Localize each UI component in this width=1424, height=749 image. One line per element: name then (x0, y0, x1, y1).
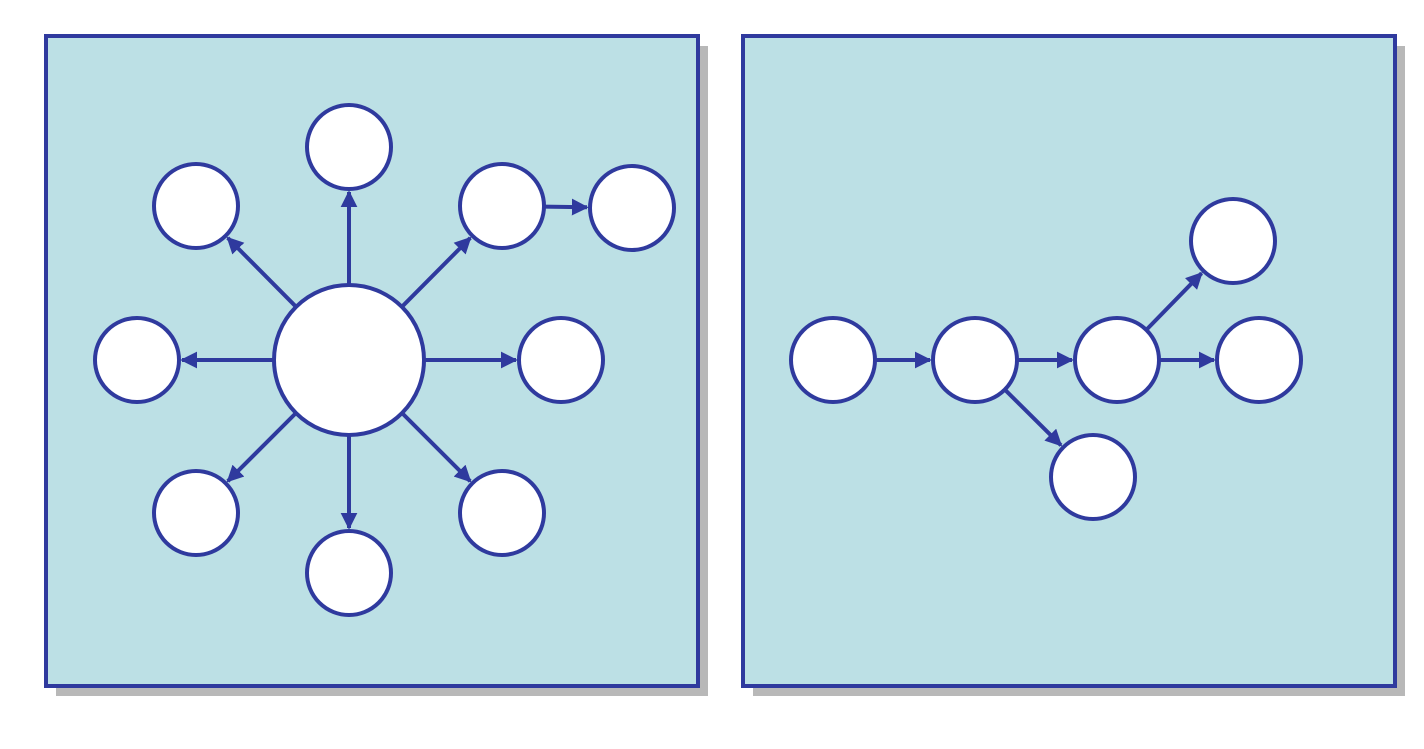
node-n-bottom-left (152, 469, 240, 557)
node-n-bottom (305, 529, 393, 617)
node-c2 (931, 316, 1019, 404)
node-n-top (305, 103, 393, 191)
edge-hub-to-n-top-left (226, 236, 298, 309)
node-n-right (517, 316, 605, 404)
edge-hub-to-n-bottom-left (226, 411, 298, 483)
edges-layer (180, 190, 1216, 530)
node-n-far-right (588, 164, 676, 252)
node-c1 (789, 316, 877, 404)
panels-layer (44, 34, 1405, 696)
nodes-layer (93, 103, 1303, 617)
node-n-bottom-right (458, 469, 546, 557)
node-c-lower (1049, 433, 1137, 521)
edge-c3-to-c-upper (1144, 271, 1204, 332)
node-c3 (1073, 316, 1161, 404)
edge-hub-to-n-top-right (400, 236, 472, 309)
node-n-top-left (152, 162, 240, 250)
edge-hub-to-n-bottom-right (400, 411, 472, 483)
edge-n-top-right-to-n-far-right (543, 198, 589, 216)
node-c-upper (1189, 197, 1277, 285)
edge-c2-to-c-lower (1003, 388, 1063, 447)
node-c4 (1215, 316, 1303, 404)
node-hub (272, 283, 426, 437)
node-n-top-right (458, 162, 546, 250)
node-n-left (93, 316, 181, 404)
